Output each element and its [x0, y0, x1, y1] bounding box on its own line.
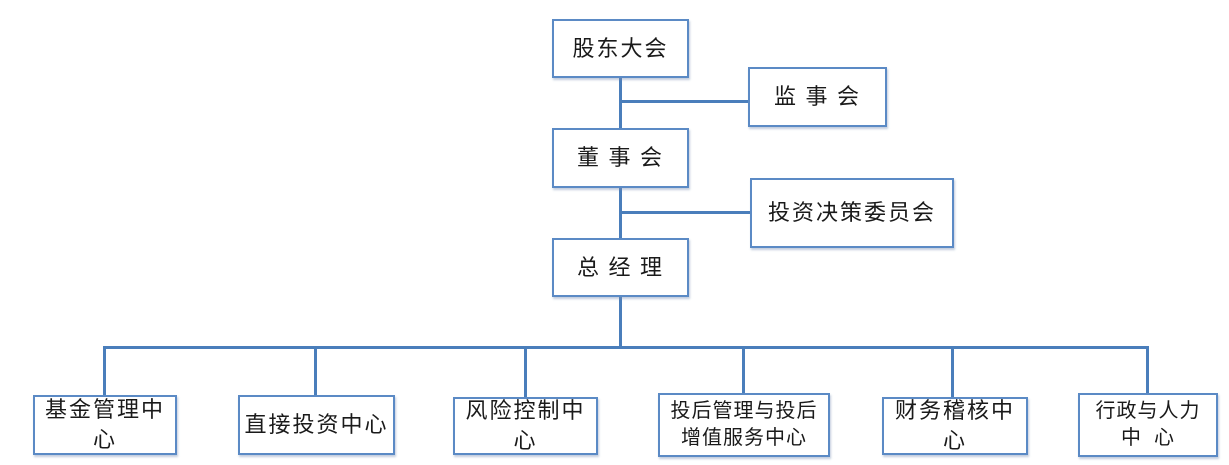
connector-bus — [103, 346, 1149, 349]
org-node-financial-audit-center: 财务稽核中心 — [882, 397, 1028, 455]
org-node-label: 投资决策委员会 — [767, 200, 936, 226]
org-node-label: 财务稽核中心 — [894, 398, 1015, 453]
org-node-label: 投后管理与投后 增值服务中心 — [670, 400, 818, 449]
connector-shareholders-to-board — [619, 78, 622, 128]
org-node-label: 行政与人力 中 心 — [1095, 400, 1201, 449]
org-node-label: 监 事 会 — [773, 84, 861, 110]
connector-drop-post-investment — [742, 348, 745, 393]
org-node-admin-hr-center: 行政与人力 中 心 — [1078, 393, 1218, 457]
connector-branch-to-committee — [620, 211, 750, 214]
org-node-post-investment-center: 投后管理与投后 增值服务中心 — [658, 393, 830, 457]
connector-drop-risk-control — [524, 348, 527, 397]
connector-drop-financial-audit — [951, 348, 954, 397]
org-node-general-manager: 总 经 理 — [552, 238, 689, 297]
org-node-risk-control-center: 风险控制中心 — [453, 397, 598, 455]
org-node-label: 风险控制中心 — [465, 398, 586, 453]
org-node-shareholders-meeting: 股东大会 — [552, 19, 689, 78]
org-node-label: 总 经 理 — [576, 254, 664, 280]
connector-drop-fund-management — [103, 348, 106, 395]
org-node-label: 基金管理中心 — [44, 397, 165, 452]
org-node-direct-investment-center: 直接投资中心 — [238, 395, 395, 455]
org-node-label: 董 事 会 — [576, 145, 664, 171]
connector-branch-to-supervisory — [620, 100, 748, 103]
connector-drop-direct-investment — [314, 348, 317, 395]
org-node-investment-decision-committee: 投资决策委员会 — [750, 178, 954, 248]
org-node-fund-management-center: 基金管理中心 — [33, 395, 177, 455]
org-node-board-of-directors: 董 事 会 — [552, 128, 689, 188]
connector-drop-admin-hr — [1146, 348, 1149, 393]
org-node-supervisory-board: 监 事 会 — [748, 67, 887, 127]
connector-gm-to-bus — [619, 297, 622, 348]
org-node-label: 股东大会 — [572, 35, 669, 61]
org-node-label: 直接投资中心 — [244, 412, 389, 438]
